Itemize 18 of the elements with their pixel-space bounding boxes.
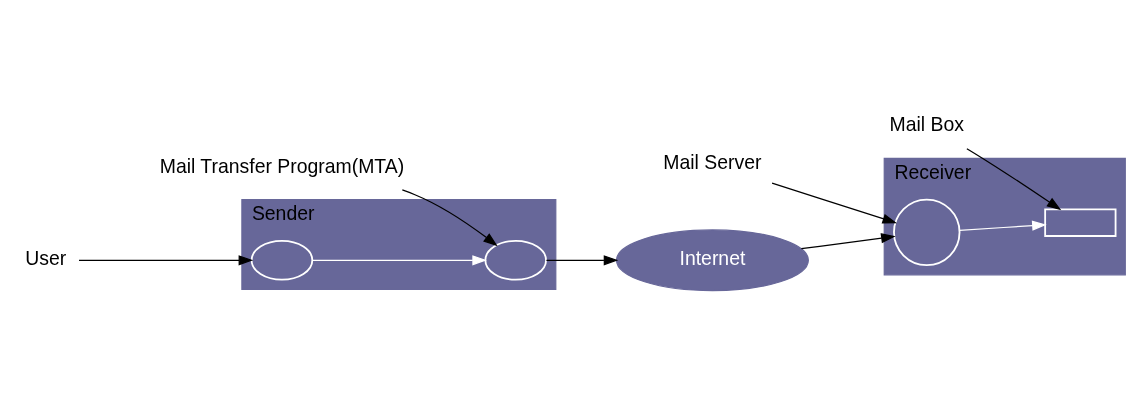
arrow [545,255,619,266]
arrow [78,255,254,266]
arrow [959,220,1047,231]
arrow [966,148,1062,211]
arrow [771,182,898,224]
node-text: Mail Server [663,150,762,173]
arrow [311,255,487,266]
arrow [800,233,896,250]
arrow [401,189,498,247]
node-circle [893,198,961,267]
node-text: Mail Transfer Program(MTA) [159,154,405,177]
node-ellipse [250,239,314,281]
node-text: Mail Box [889,113,964,136]
cluster: Sender [241,198,557,291]
node-box [1044,208,1117,237]
node-ellipse: Internet [615,229,809,292]
node-ellipse [484,239,547,281]
node-text: User [25,246,67,269]
